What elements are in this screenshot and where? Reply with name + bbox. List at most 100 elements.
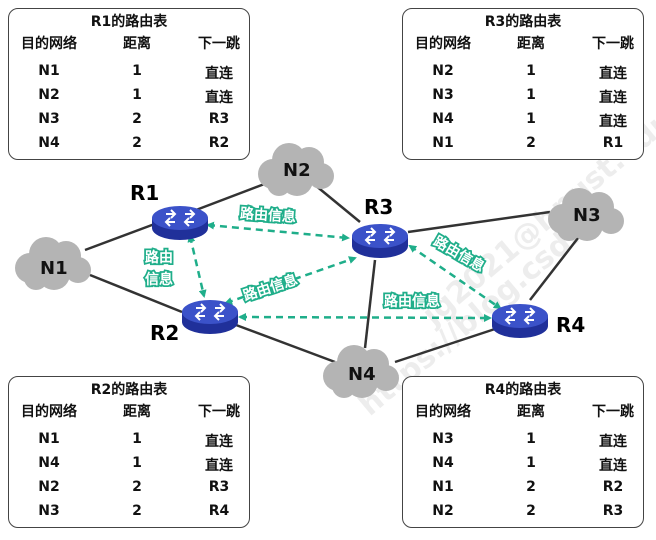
routing-table-r4: R4的路由表 目的网络 距离 下一跳 N3 1 直连 N4 1 直连 N1 2 … [402,376,644,528]
routing-table-r3: R3的路由表 目的网络 距离 下一跳 N2 1 直连 N3 1 直连 N4 1 … [402,8,644,160]
info-arrow-r1-r3 [206,221,350,242]
cell-next-hop: R3 [208,479,230,495]
info-label-r1-r3: 路由信息 [239,205,296,226]
cell-destination: N3 [432,87,454,103]
info-arrow-r1-r2 [187,234,207,298]
network-n3-label: N3 [573,205,601,226]
header-destination: 目的网络 [21,36,77,52]
network-n3: N3 [548,188,624,241]
cell-distance: 1 [526,431,536,447]
cell-distance: 2 [132,111,142,127]
table-row: N4 2 R2 [9,135,249,159]
cell-next-hop: R3 [602,503,624,519]
table-row: N3 2 R4 [9,503,249,527]
table-row: N2 1 直连 [403,63,643,87]
cell-destination: N1 [38,431,60,447]
link-r2-n4 [235,323,336,364]
header-next-hop: 下一跳 [592,36,634,52]
routing-table-r1: R1的路由表 目的网络 距离 下一跳 N1 1 直连 N2 1 直连 N3 2 … [8,8,250,160]
router-r2-label: R2 [150,321,179,345]
cell-distance: 2 [132,135,142,151]
cell-destination: N4 [432,455,454,471]
cell-distance: 1 [132,431,142,447]
network-n2-label: N2 [283,160,311,181]
table-row: N1 2 R1 [403,135,643,159]
table-row: N4 1 直连 [9,455,249,479]
cell-next-hop: R3 [208,111,230,127]
cell-next-hop: 直连 [599,66,627,82]
cell-distance: 1 [526,455,536,471]
table-row: N2 2 R3 [403,503,643,527]
table-row: N4 1 直连 [403,455,643,479]
link-n1-r2 [89,273,183,314]
table-row: N1 1 直连 [9,63,249,87]
routing-table-r4-title: R4的路由表 [484,382,562,398]
router-r4 [491,303,549,339]
cell-destination: N1 [38,63,60,79]
cell-destination: N2 [38,479,60,495]
network-n2: N2 [258,143,334,196]
cell-destination: N2 [38,87,60,103]
header-next-hop: 下一跳 [198,404,240,420]
cell-distance: 1 [526,87,536,103]
table-header-row: 目的网络 距离 下一跳 [9,401,249,425]
header-next-hop: 下一跳 [198,36,240,52]
routing-table-r2: R2的路由表 目的网络 距离 下一跳 N1 1 直连 N4 1 直连 N2 2 … [8,376,250,528]
cell-distance: 1 [526,63,536,79]
cell-destination: N2 [432,503,454,519]
router-r1-label: R1 [130,181,159,205]
routing-table-r3-title: R3的路由表 [484,14,562,30]
info-label-r1-r2-line2: 信息 [145,271,173,288]
cell-next-hop: 直连 [205,90,233,106]
cell-distance: 1 [526,111,536,127]
router-r3-label: R3 [364,195,393,219]
cell-distance: 2 [526,135,536,151]
header-distance: 距离 [123,36,151,52]
table-row: N1 1 直连 [9,431,249,455]
link-r3-n4 [363,259,377,349]
table-header-row: 目的网络 距离 下一跳 [403,33,643,57]
cell-distance: 2 [132,503,142,519]
links [84,178,579,364]
cell-next-hop: 直连 [205,458,233,474]
table-row: N3 2 R3 [9,111,249,135]
routing-info-arrows [187,221,502,322]
link-n2-r3 [314,184,361,223]
info-arrow-r3-r4 [408,244,502,310]
cell-destination: N3 [432,431,454,447]
info-label-r1-r2-line1: 路由 [145,249,173,266]
cell-next-hop: R1 [602,135,624,151]
info-arrow-r2-r3 [224,256,357,305]
cell-distance: 1 [132,455,142,471]
link-r3-n3 [407,210,551,234]
header-destination: 目的网络 [415,36,471,52]
cell-destination: N2 [432,63,454,79]
cell-distance: 2 [526,479,536,495]
table-row: N4 1 直连 [403,111,643,135]
header-destination: 目的网络 [21,404,77,420]
info-label-r2-r4: 路由信息 [384,293,440,310]
router-r3 [351,223,409,259]
cell-next-hop: 直连 [599,114,627,130]
table-header-row: 目的网络 距离 下一跳 [403,401,643,425]
network-n4-label: N4 [348,364,376,385]
table-row: N3 1 直连 [403,431,643,455]
cell-destination: N3 [38,111,60,127]
cell-destination: N1 [432,135,454,151]
network-n1: N1 [15,237,91,290]
link-r1-n2 [195,178,276,212]
header-distance: 距离 [517,404,545,420]
link-n3-r4 [529,237,579,301]
cell-destination: N4 [38,135,60,151]
cell-destination: N4 [38,455,60,471]
table-row: N1 2 R2 [403,479,643,503]
router-r1 [151,205,209,241]
cell-destination: N1 [432,479,454,495]
cell-next-hop: 直连 [205,66,233,82]
cell-distance: 2 [132,479,142,495]
info-arrow-r2-r4 [238,313,492,322]
table-row: N2 1 直连 [9,87,249,111]
cell-distance: 1 [132,63,142,79]
routing-table-r1-title: R1的路由表 [90,14,168,30]
